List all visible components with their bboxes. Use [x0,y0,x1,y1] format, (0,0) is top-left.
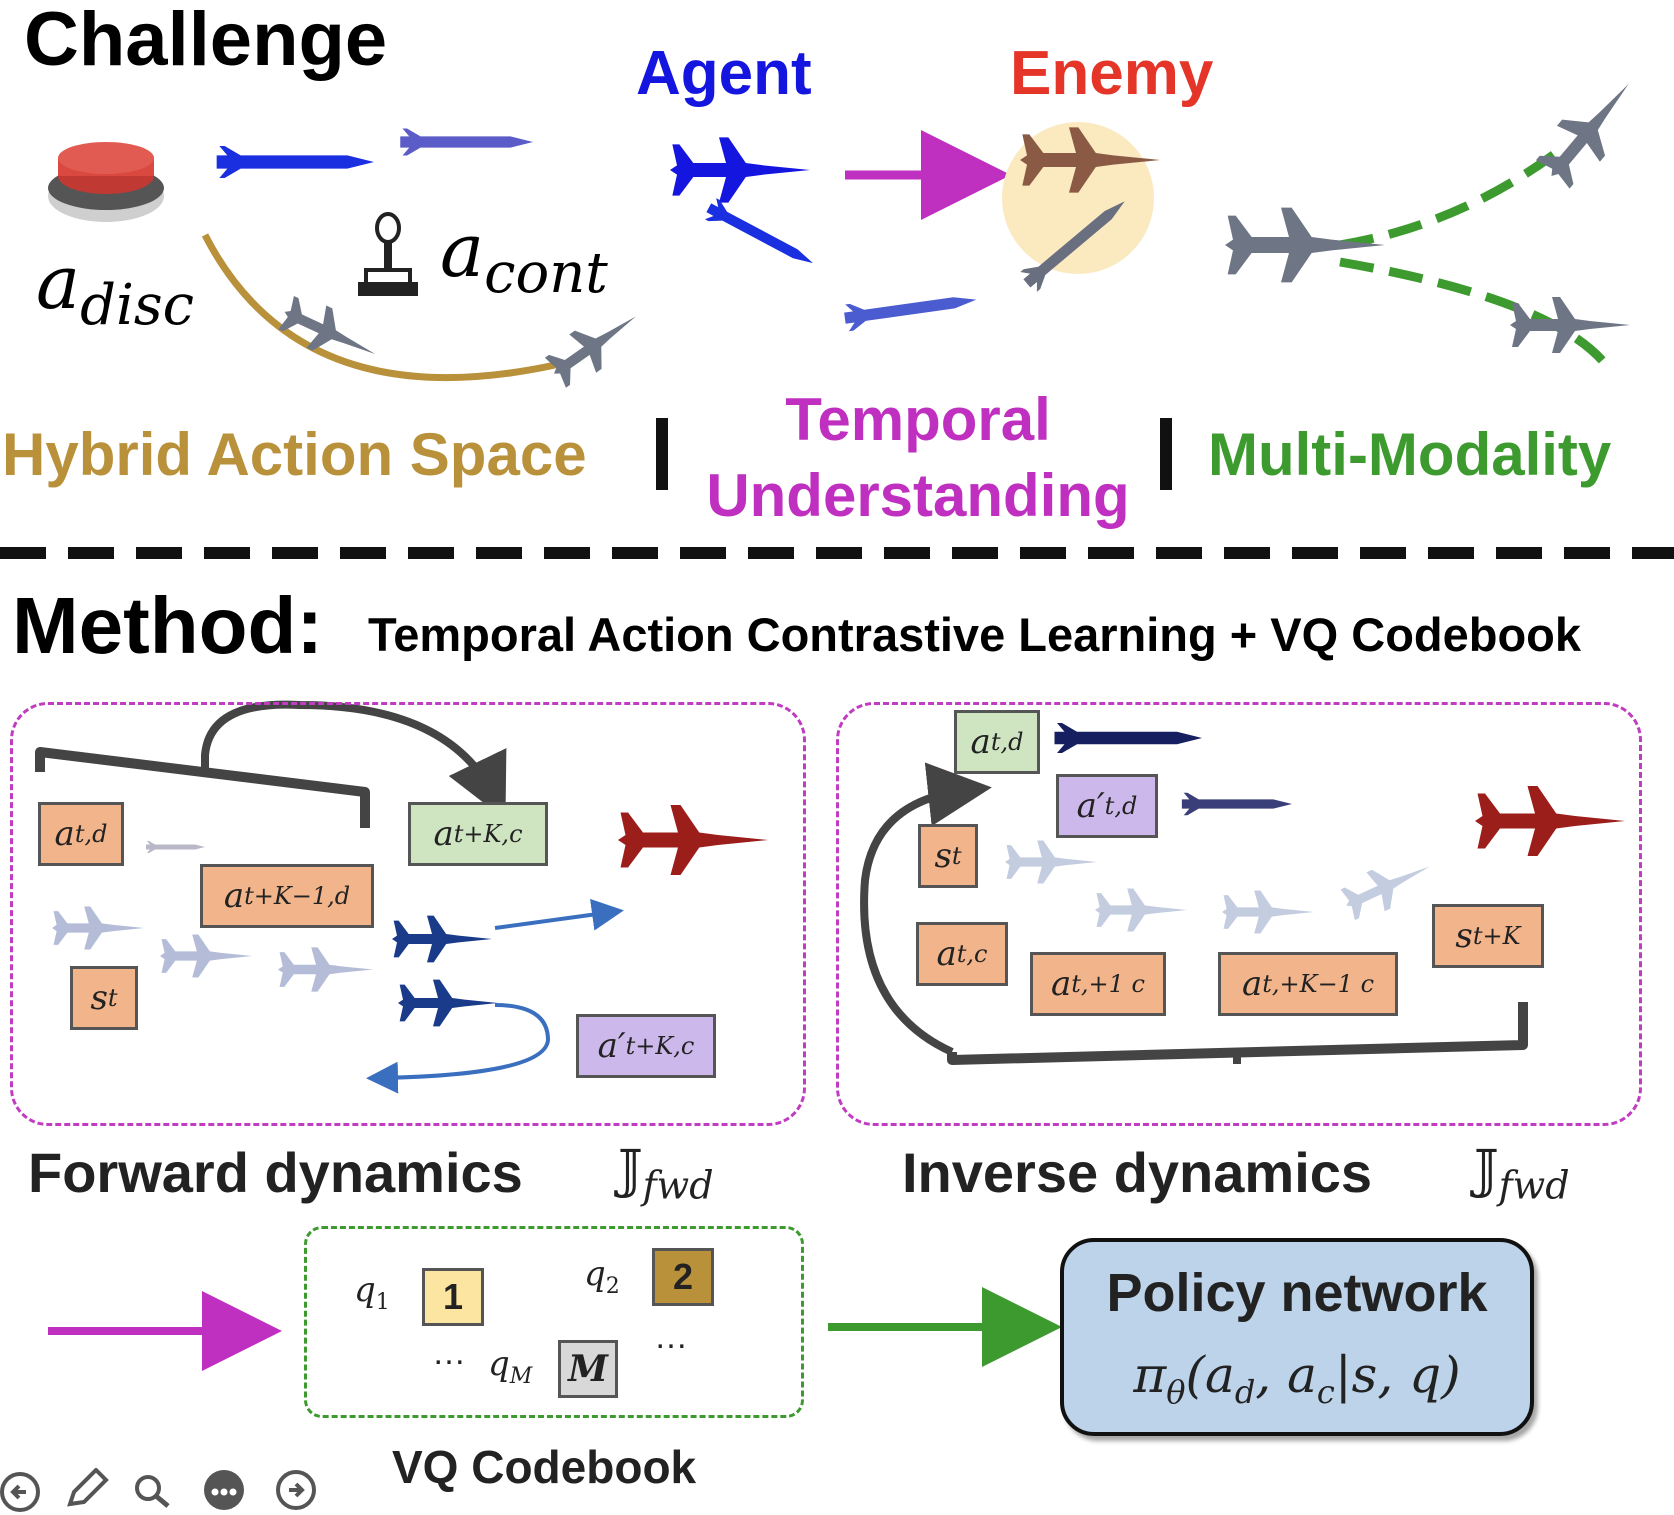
code-m-box: M [558,1340,618,1398]
multimodality-label: Multi-Modality [1208,421,1612,488]
a-cont-symbol: acont [440,208,608,306]
policy-network-box: Policy network πθ(ad, ac|s, q) [1060,1238,1534,1436]
missile-icon [216,146,374,178]
ellipsis-left: … [432,1334,466,1372]
temporal-label: Temporal Understanding [706,386,1130,529]
agent-label: Agent [636,39,812,108]
mode-path-upper [1339,146,1563,250]
viewer-toolbar [0,1462,330,1512]
inverse-loss: 𝕁fwd [1474,1140,1570,1208]
trajectory-arrow [494,898,624,931]
vq-codebook-panel [304,1226,804,1418]
method-subtitle: Temporal Action Contrastive Learning + V… [368,608,1582,661]
q1-label: q1 [354,1270,390,1315]
button-icon [48,142,164,222]
q2-label: q2 [584,1254,620,1299]
separator-bar [656,418,668,490]
forward-loss: 𝕁fwd [618,1140,714,1208]
search-icon[interactable] [132,1472,172,1508]
hybrid-trajectory [201,233,556,382]
more-icon[interactable] [204,1470,244,1510]
jet-icon [1510,297,1630,353]
forward-dynamics-label: Forward dynamics [28,1141,523,1204]
policy-network-title: Policy network [1106,1263,1488,1323]
vq-codebook-label: VQ Codebook [392,1441,697,1493]
agent-jet-icon [670,137,810,203]
challenge-title: Challenge [24,0,388,82]
ellipsis-right: … [654,1318,688,1356]
jet-icon [1225,207,1385,283]
hybrid-label: Hybrid Action Space [2,421,587,488]
missile-icon [843,286,979,332]
enemy-label: Enemy [1010,39,1214,108]
separator-bar [1160,418,1172,490]
fwd-a-prime-tkc-box: a′t+K,c [576,1014,716,1078]
code-2-box: 2 [652,1248,714,1306]
fwd-arrow [201,700,507,820]
inv-a-prime-td-box: a′t,d [1056,774,1158,838]
code-1-box: 1 [422,1268,484,1326]
jet-icon [1529,66,1651,194]
missile-icon [703,197,819,274]
inverse-dynamics-label: Inverse dynamics [902,1141,1373,1204]
forward-icon[interactable] [276,1470,316,1510]
a-disc-symbol: adisc [36,240,194,338]
jet-icon [540,297,650,393]
forward-dynamics-panel [10,702,806,1126]
qm-label: qM [488,1344,533,1389]
inv-arrow [860,762,992,1056]
trajectory-arrow [366,1003,551,1094]
policy-formula: πθ(ad, ac|s, q) [1133,1346,1461,1411]
method-title: Method: [12,581,324,670]
inverse-dynamics-panel [836,702,1642,1126]
pencil-icon[interactable] [64,1467,110,1508]
back-icon[interactable] [0,1472,40,1512]
joystick-icon [358,212,418,296]
fwd-bracket [35,747,370,828]
missile-icon [400,128,533,156]
